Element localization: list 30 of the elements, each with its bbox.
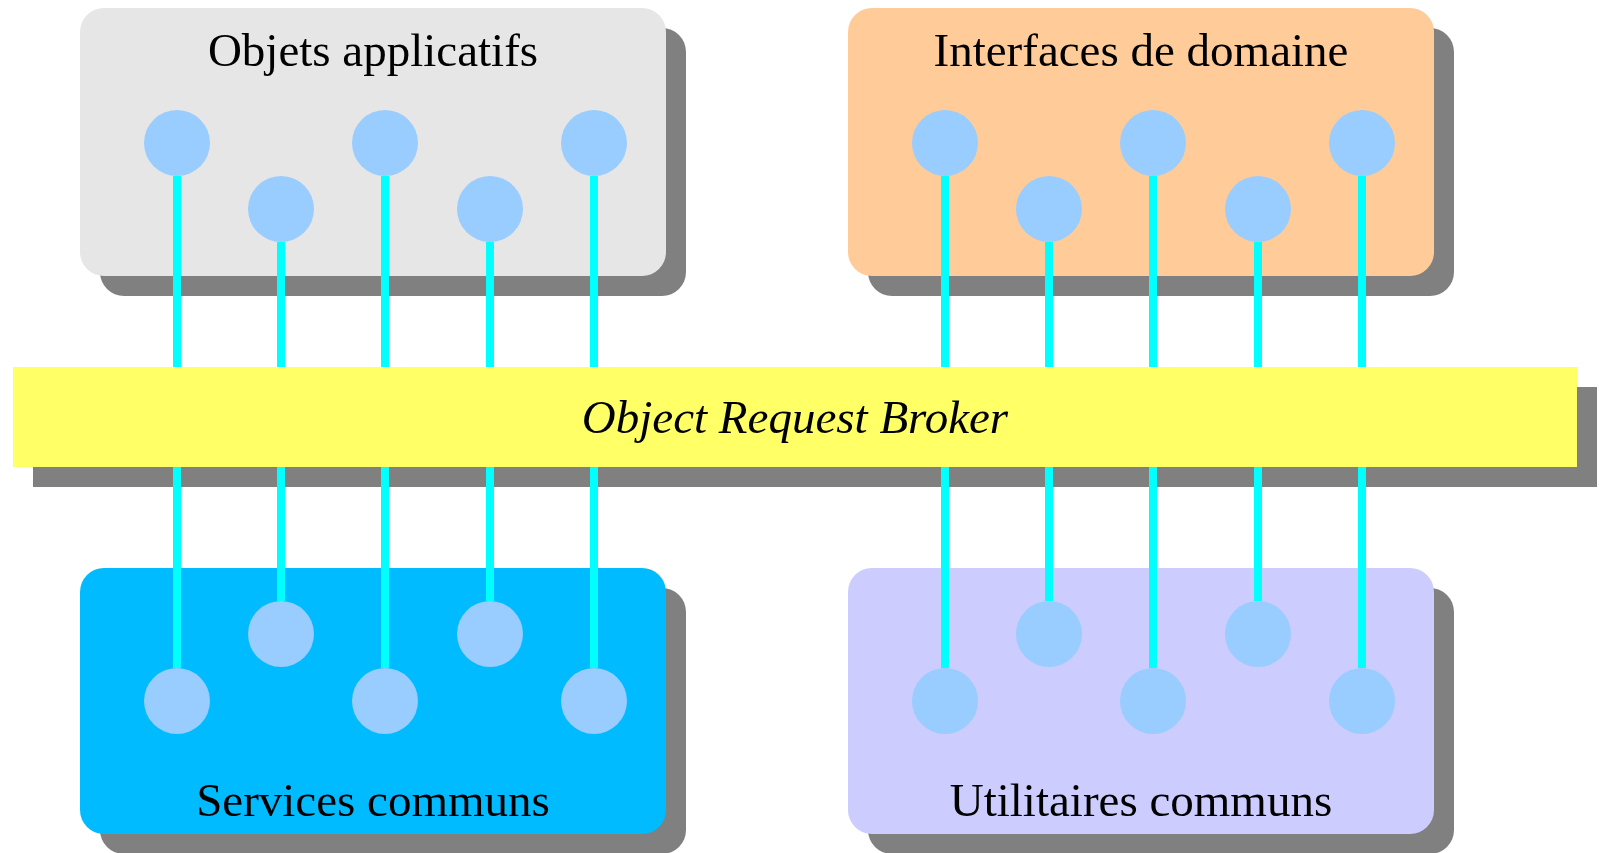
group-title: Interfaces de domaine <box>932 24 1350 76</box>
connector-line <box>381 467 389 668</box>
connector-line <box>1149 467 1157 668</box>
connector-line <box>1358 467 1366 668</box>
connector-line <box>486 242 494 367</box>
connector-line <box>277 467 285 601</box>
connector-line <box>1045 467 1053 601</box>
connector-line <box>1149 176 1157 367</box>
connector-line <box>590 176 598 367</box>
connector-line <box>941 176 949 367</box>
connector-line <box>1358 176 1366 367</box>
connector-line <box>941 467 949 668</box>
connector-line <box>1254 242 1262 367</box>
group-title: Objets applicatifs <box>206 24 540 76</box>
group-box <box>80 568 666 834</box>
connector-line <box>1254 467 1262 601</box>
connector-line <box>277 242 285 367</box>
connector-line <box>173 467 181 668</box>
connector-line <box>1045 242 1053 367</box>
connector-line <box>590 467 598 668</box>
connector-line <box>486 467 494 601</box>
group-box <box>80 8 666 276</box>
connector-line <box>173 176 181 367</box>
broker-band <box>13 367 1577 467</box>
group-title: Services communs <box>195 774 551 826</box>
band-title: Object Request Broker <box>580 391 1010 443</box>
group-title: Utilitaires communs <box>948 774 1334 826</box>
group-box <box>848 568 1434 834</box>
connector-line <box>381 176 389 367</box>
group-box <box>848 8 1434 276</box>
